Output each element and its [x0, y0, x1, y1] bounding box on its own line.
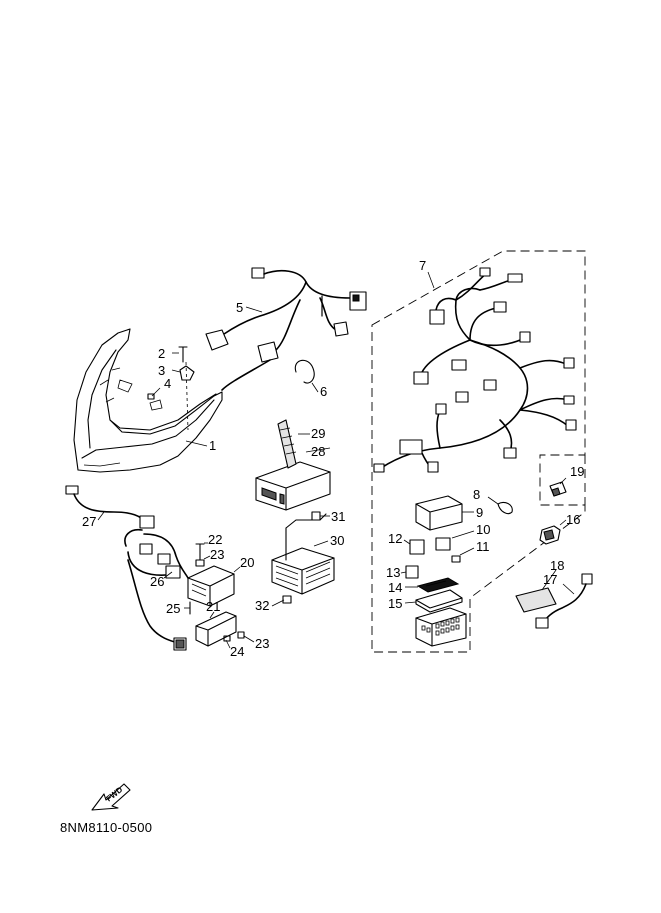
label-part-31: 31 — [331, 509, 345, 524]
label-part-30: 30 — [330, 533, 344, 548]
label-part-22: 22 — [208, 532, 222, 547]
screw — [178, 346, 188, 363]
rubber-band — [294, 359, 315, 384]
instruction-sheet — [515, 587, 557, 613]
bolt — [195, 543, 205, 561]
nut-32 — [282, 595, 292, 604]
starter-relay — [405, 565, 419, 579]
label-part-3: 3 — [158, 363, 165, 378]
collar — [237, 631, 245, 639]
label-part-23: 23 — [210, 547, 224, 562]
label-part-6: 6 — [320, 384, 327, 399]
drawing-code: 8NM8110-0500 — [60, 820, 153, 835]
label-part-5: 5 — [236, 300, 243, 315]
label-part-25: 25 — [166, 601, 180, 616]
ecu-bracket — [195, 611, 237, 647]
fuse-box — [415, 495, 463, 531]
main-wire-harness — [373, 267, 577, 473]
label-part-13: 13 — [386, 565, 400, 580]
label-part-20: 20 — [240, 555, 254, 570]
relay-small — [435, 537, 451, 551]
label-part-11: 11 — [476, 539, 490, 554]
label-part-24: 24 — [230, 644, 244, 659]
rectifier-regulator — [271, 547, 335, 595]
label-part-18: 18 — [550, 558, 564, 573]
label-part-27: 27 — [82, 514, 96, 529]
label-part-12: 12 — [388, 531, 402, 546]
forward-arrow-badge: FWD — [91, 783, 131, 811]
ecu-cover-strip — [277, 419, 297, 469]
ecu-module — [255, 461, 331, 511]
label-part-9: 9 — [476, 505, 483, 520]
coupler — [539, 525, 561, 545]
label-part-29: 29 — [311, 426, 325, 441]
label-part-4: 4 — [164, 376, 171, 391]
label-part-15: 15 — [388, 596, 402, 611]
ecu-wire-harness — [124, 528, 189, 651]
label-part-28: 28 — [311, 444, 325, 459]
label-part-32: 32 — [255, 598, 269, 613]
label-part-7: 7 — [419, 258, 426, 273]
nut-2 — [223, 635, 231, 642]
label-part-21: 21 — [206, 599, 220, 614]
lead-wire-27 — [65, 485, 155, 529]
lead-wire — [535, 573, 593, 629]
label-part-2: 2 — [158, 346, 165, 361]
fuse — [497, 501, 513, 515]
label-part-16: 16 — [566, 512, 580, 527]
label-part-1: 1 — [209, 438, 216, 453]
sub-wire-harness — [205, 267, 367, 391]
diode — [451, 555, 461, 563]
clamp — [179, 365, 195, 381]
label-part-8: 8 — [473, 487, 480, 502]
grommet — [195, 559, 205, 567]
headlight-cowl — [73, 328, 223, 473]
label-part-23b: 23 — [255, 636, 269, 651]
fuse-box-cover — [415, 589, 467, 647]
fuse-label — [416, 577, 460, 593]
relay — [409, 539, 425, 555]
label-part-19: 19 — [570, 464, 584, 479]
label-part-10: 10 — [476, 522, 490, 537]
label-part-26: 26 — [150, 574, 164, 589]
nut — [147, 393, 155, 400]
label-part-17: 17 — [543, 572, 557, 587]
ecu-unit — [187, 565, 235, 607]
label-part-14: 14 — [388, 580, 402, 595]
sensor-coupler — [549, 481, 567, 497]
group-7-boundary — [371, 250, 586, 653]
